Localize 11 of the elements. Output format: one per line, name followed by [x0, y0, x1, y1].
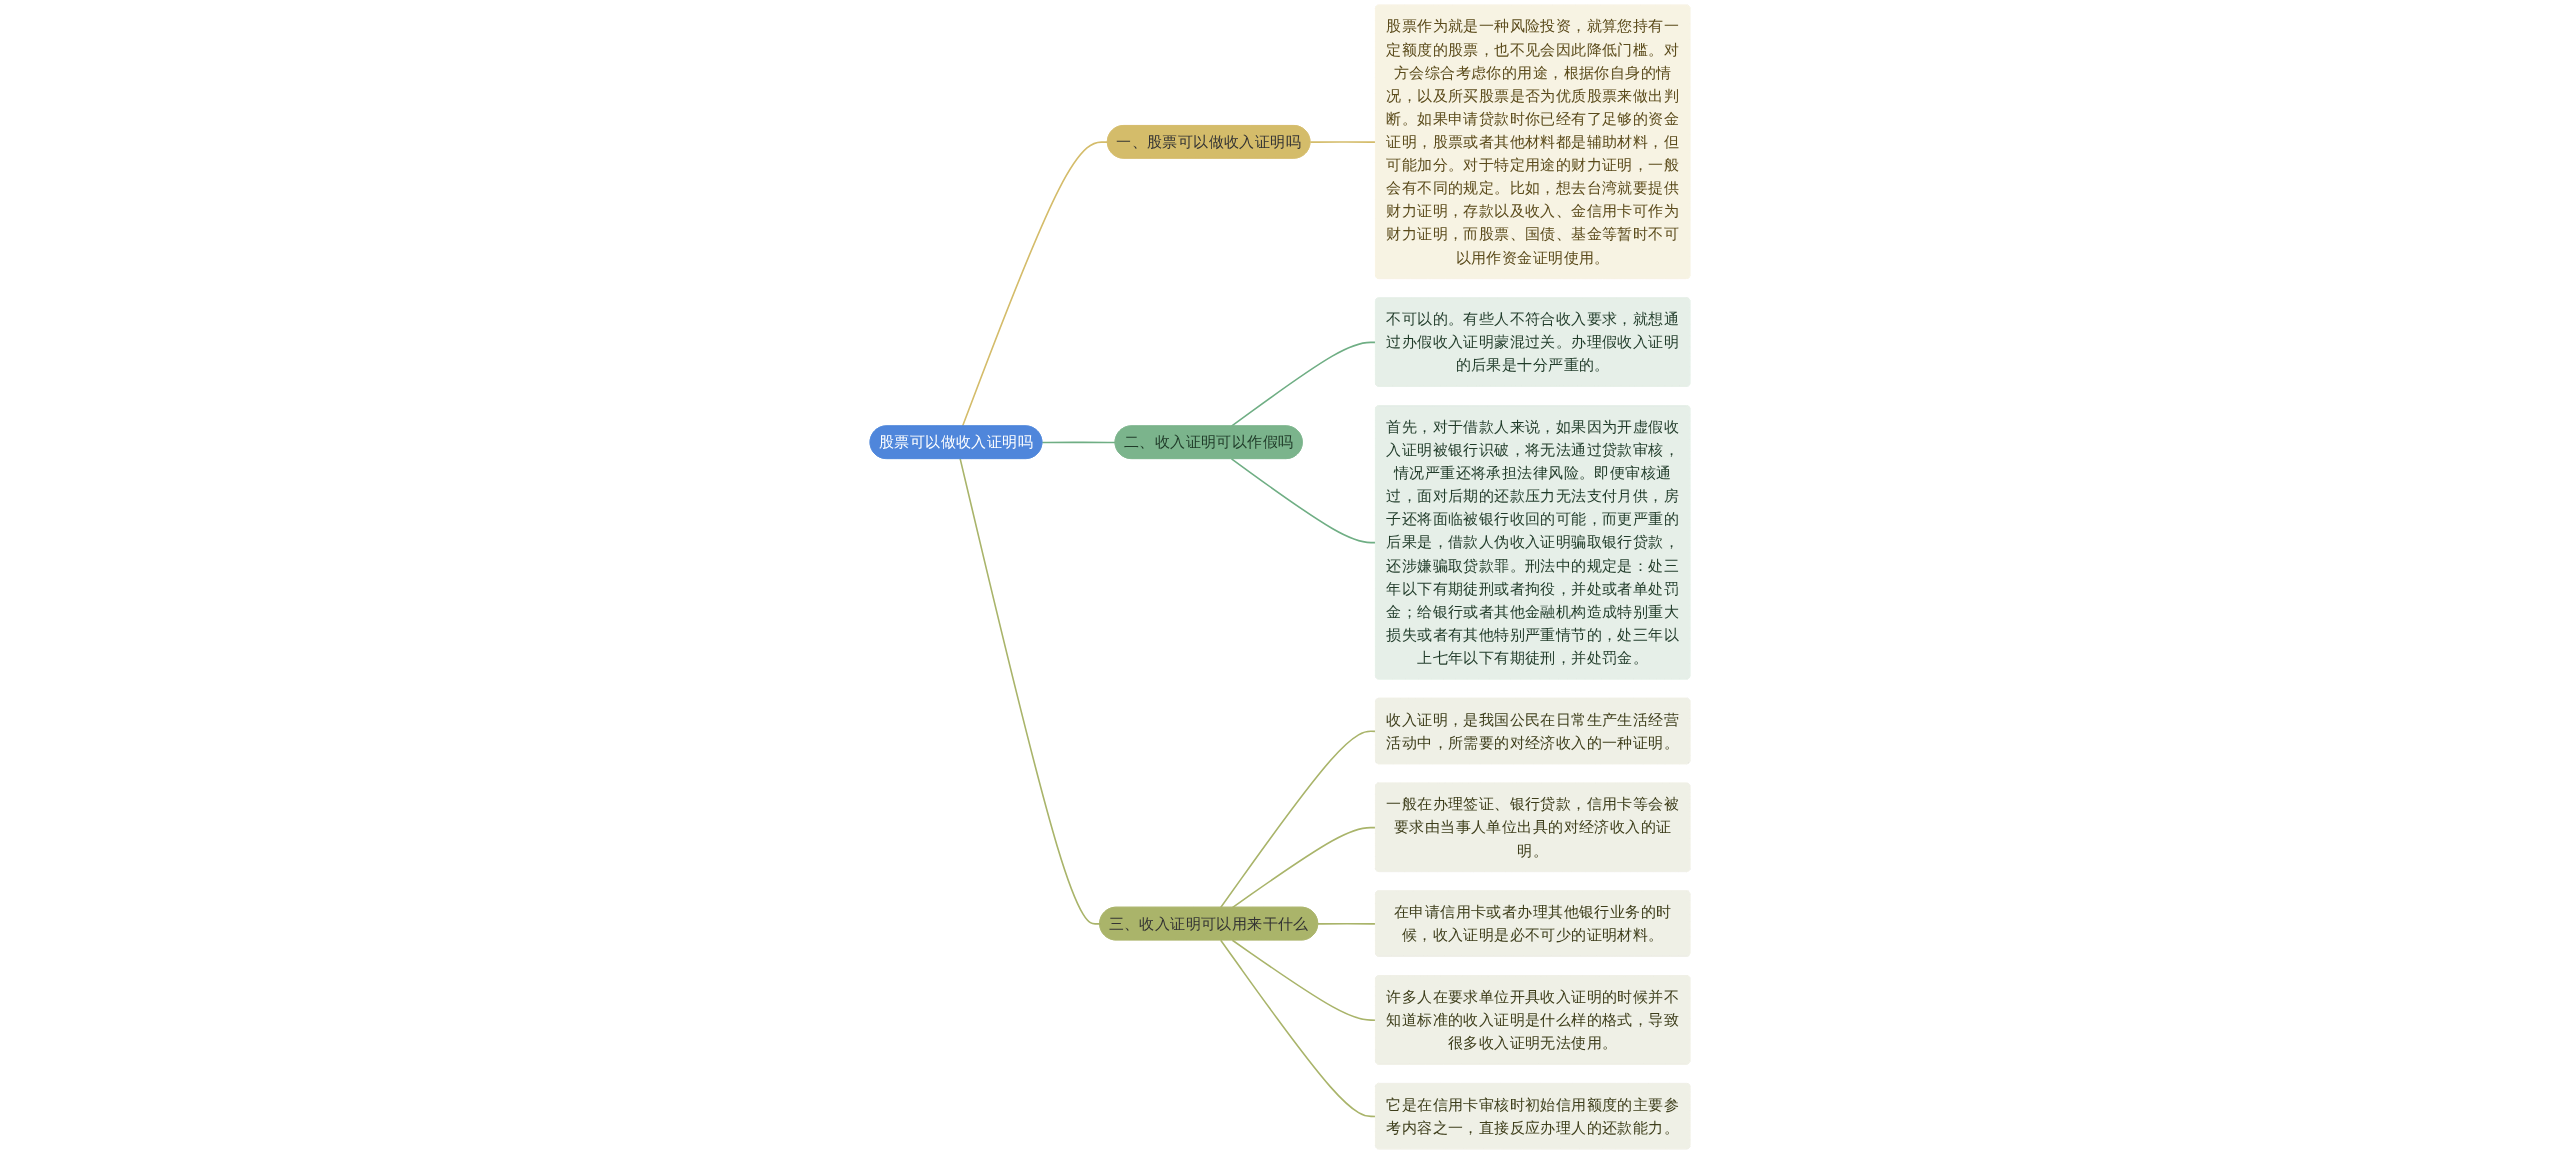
connector [1317, 922, 1377, 925]
connector [961, 141, 1109, 427]
connector [1309, 141, 1377, 143]
connector [1041, 441, 1117, 444]
connector [1231, 939, 1377, 1021]
connector [1231, 826, 1377, 909]
connector [1219, 730, 1377, 909]
connector [1230, 458, 1377, 544]
connector [1219, 939, 1377, 1118]
connector [959, 458, 1101, 925]
connector [1230, 341, 1377, 427]
